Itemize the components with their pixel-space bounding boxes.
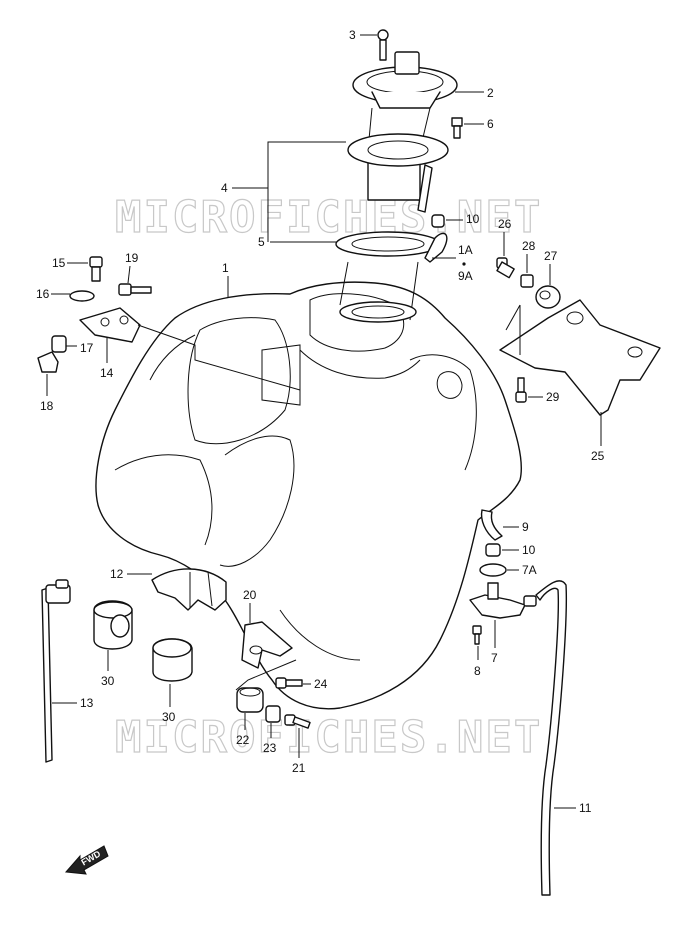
bracket-25 [499, 299, 661, 416]
callout-10-top: 10 [466, 212, 480, 226]
callout-16: 16 [36, 287, 50, 301]
o-ring-7A [479, 563, 507, 577]
washer-16 [69, 290, 95, 302]
fuel-hose-9 [480, 509, 503, 541]
bracket-14 [79, 307, 141, 343]
cushion-27 [535, 285, 561, 309]
callout-1A: 1A [458, 243, 473, 257]
collar-23 [265, 705, 281, 723]
callout-12: 12 [110, 567, 124, 581]
callout-15: 15 [52, 256, 66, 270]
cushion-30-lower [152, 638, 193, 682]
callout-19: 19 [125, 251, 139, 265]
callout-20: 20 [243, 588, 257, 602]
fwd-arrow-icon: FWD [64, 845, 109, 875]
callout-2: 2 [487, 86, 494, 100]
callout-26: 26 [498, 217, 512, 231]
callout-30-upper: 30 [101, 674, 115, 688]
callout-14: 14 [100, 366, 114, 380]
screw-3 [377, 29, 389, 61]
callout-21: 21 [292, 761, 306, 775]
callout-28: 28 [522, 239, 536, 253]
fuel-pump-top-plate [352, 51, 458, 109]
bolt-21 [284, 714, 311, 729]
callout-18: 18 [40, 399, 54, 413]
callout-25: 25 [591, 449, 605, 463]
callout-27: 27 [544, 249, 558, 263]
filler-tube [339, 261, 419, 323]
callout-7A: 7A [522, 563, 537, 577]
strap-13 [41, 579, 71, 763]
callout-23: 23 [263, 741, 277, 755]
callout-6: 6 [487, 117, 494, 131]
collar-28 [520, 274, 534, 288]
callout-24: 24 [314, 677, 328, 691]
watermark-bottom: MICROFICHES.NET [115, 712, 542, 763]
callout-29: 29 [546, 390, 560, 404]
callout-9: 9 [522, 520, 529, 534]
bolt-6 [451, 117, 463, 139]
cushion-22 [236, 687, 264, 713]
bolt-24 [275, 677, 303, 689]
fuel-tank [95, 281, 523, 710]
bracket-20 [241, 621, 293, 669]
breather-hose-11 [535, 580, 567, 896]
callout-4: 4 [221, 181, 228, 195]
cushion-12 [151, 568, 227, 611]
callout-1: 1 [222, 261, 229, 275]
fuel-valve-7 [469, 582, 537, 619]
watermark-top: MICROFICHES.NET [115, 192, 542, 243]
bolt-29 [515, 377, 527, 403]
spacer-17 [51, 335, 67, 353]
callout-10-bottom: 10 [522, 543, 536, 557]
cushion-30-upper [93, 600, 133, 650]
callout-7: 7 [491, 651, 498, 665]
screw-8 [472, 625, 482, 645]
bolt-19 [118, 283, 152, 296]
bolt-26 [496, 257, 515, 279]
callout-17: 17 [80, 341, 94, 355]
gasket-ring-4 [347, 133, 449, 167]
clamp-10-bottom [485, 543, 501, 557]
bolt-15 [89, 256, 103, 282]
gasket-ring-5 [335, 231, 448, 263]
callout-3: 3 [349, 28, 356, 42]
callout-11: 11 [579, 801, 592, 815]
grommet-18 [37, 351, 59, 373]
callout-9A: 9A [458, 269, 473, 283]
callout-13: 13 [80, 696, 94, 710]
callout-5: 5 [258, 235, 265, 249]
callout-30-lower: 30 [162, 710, 176, 724]
callout-8: 8 [474, 664, 481, 678]
fuel-hose-clamp-10-top [431, 214, 445, 228]
callout-22: 22 [236, 733, 250, 747]
